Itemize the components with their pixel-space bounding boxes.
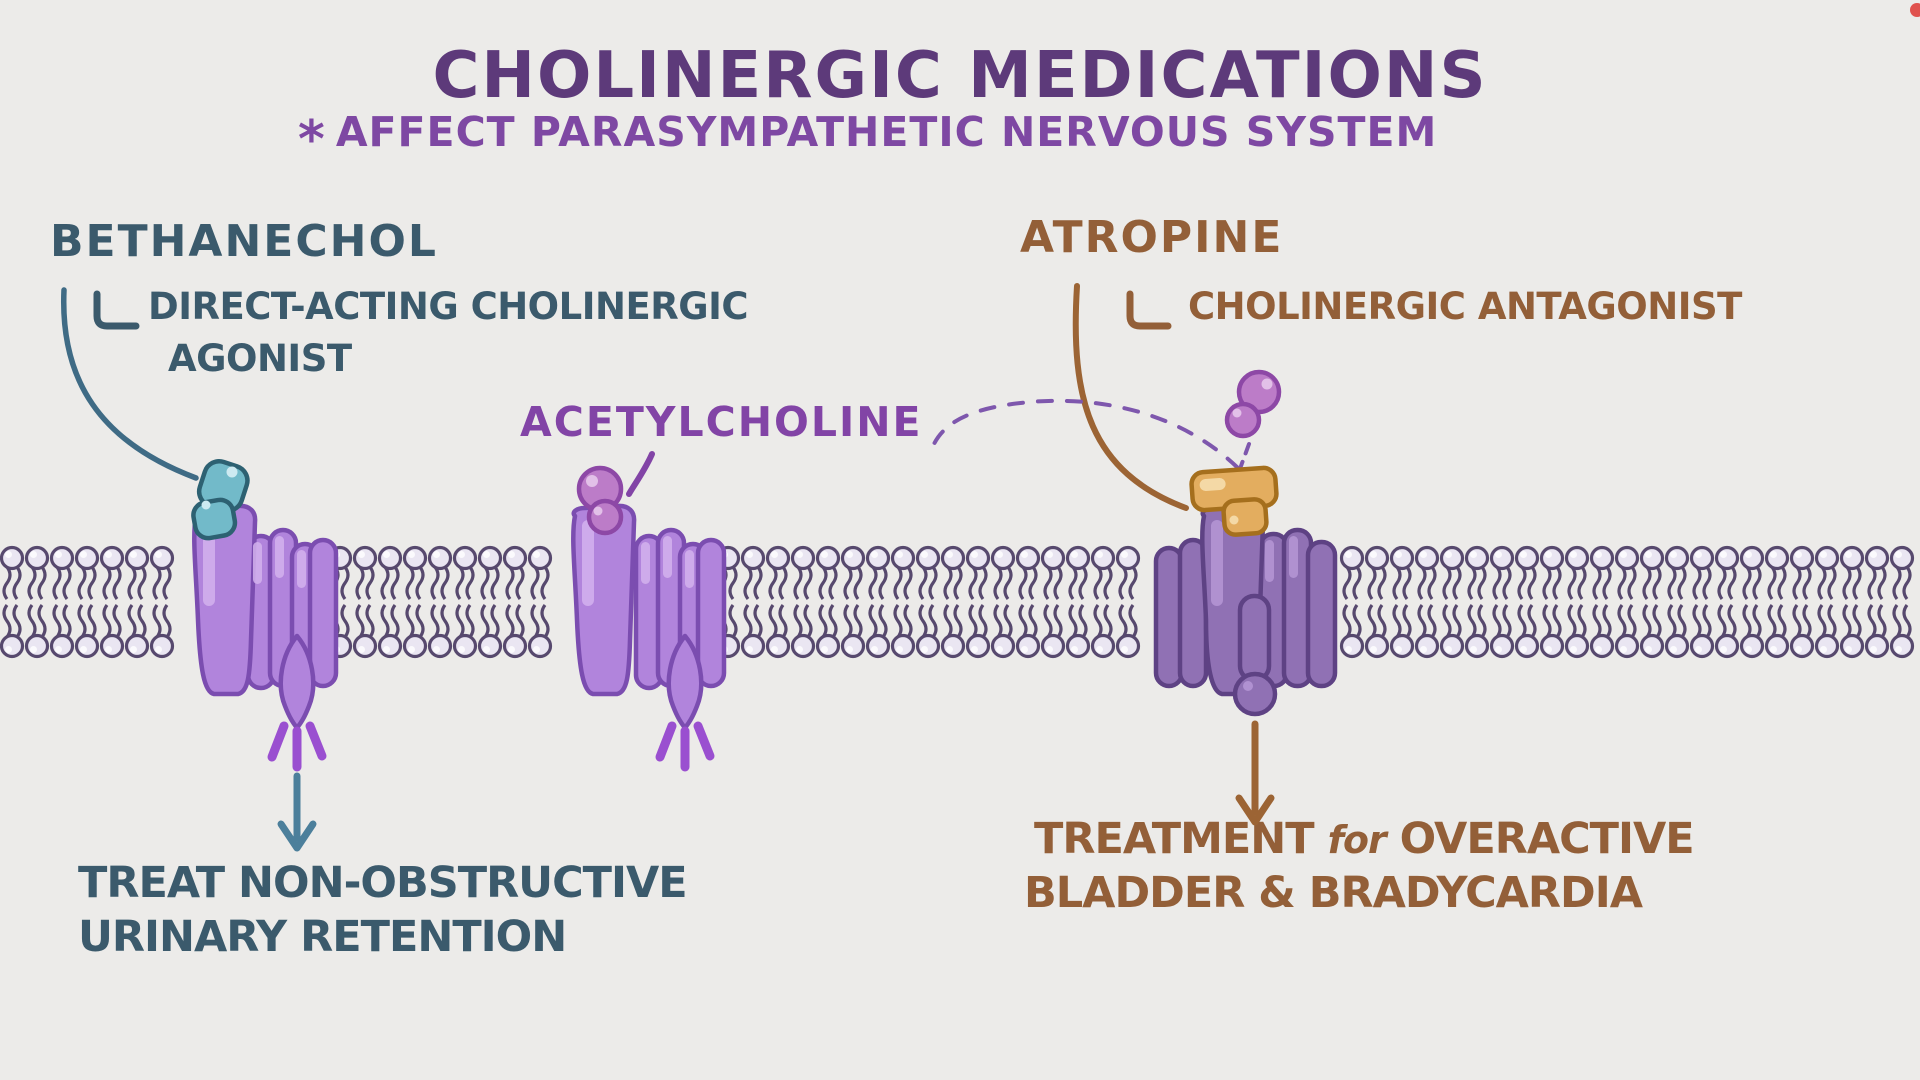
atropine-molecule: [1189, 465, 1279, 537]
page-subtitle: *AFFECT PARASYMPATHETIC NERVOUS SYSTEM: [298, 112, 1437, 167]
acetylcholine-label: ACETYLCHOLINE: [520, 398, 923, 446]
bethanechol-label: BETHANECHOL: [50, 216, 438, 267]
phospholipid-bilayer-top: [0, 545, 1915, 600]
bethanechol-class-line2: AGONIST: [168, 337, 352, 380]
receptor-tail-ball: [1232, 671, 1278, 717]
page-title: CHOLINERGIC MEDICATIONS: [432, 39, 1488, 113]
muscarinic-receptor-acetylcholine: [571, 503, 727, 731]
asterisk-marker: *: [298, 110, 326, 171]
muscarinic-receptor-bethanechol: [192, 503, 339, 731]
bethanechol-connector-curve: [61, 287, 199, 481]
atropine-outcome-line1: TREATMENT for OVERACTIVE: [1034, 814, 1695, 864]
signal-lines-bethanechol: [267, 721, 327, 772]
page-subtitle-text: AFFECT PARASYMPATHETIC NERVOUS SYSTEM: [335, 108, 1438, 156]
muscarinic-receptor-atropine: [1153, 503, 1338, 717]
acetylcholine-molecule: [576, 465, 624, 536]
for-word: for: [1327, 818, 1387, 862]
atropine-elbow-connector: [1126, 290, 1172, 330]
blocked-trajectory-dashes: [931, 398, 1251, 470]
bethanechol-outcome-line2: URINARY RETENTION: [78, 912, 567, 962]
acetylcholine-connector-stroke: [626, 451, 655, 497]
record-dot: [1910, 3, 1920, 17]
bethanechol-outcome-line1: TREAT NON-OBSTRUCTIVE: [78, 858, 688, 908]
signal-lines-acetylcholine: [655, 721, 715, 772]
atropine-label: ATROPINE: [1020, 212, 1284, 263]
receptor-tail-stem: [1237, 593, 1272, 683]
atropine-connector-curve: [1072, 283, 1189, 511]
atropine-outcome-line2: BLADDER & BRADYCARDIA: [1024, 868, 1643, 918]
down-arrow-teal: [277, 772, 317, 852]
phospholipid-bilayer-bottom: [0, 604, 1915, 659]
blocked-acetylcholine-molecule: [1224, 369, 1282, 439]
bethanechol-class-line1: DIRECT-ACTING CHOLINERGIC: [148, 285, 749, 328]
atropine-class-label: CHOLINERGIC ANTAGONIST: [1188, 285, 1742, 328]
bethanechol-molecule: [191, 459, 250, 541]
bethanechol-elbow-connector: [93, 290, 140, 330]
down-arrow-brown: [1235, 720, 1275, 826]
